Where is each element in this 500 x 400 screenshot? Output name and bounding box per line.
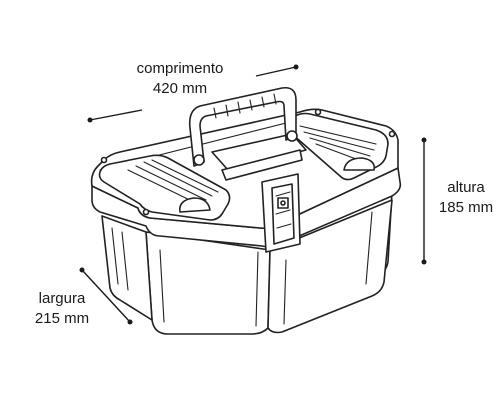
length-value: 420 mm	[153, 80, 207, 97]
width-value: 215 mm	[35, 310, 89, 327]
metal-latch	[261, 173, 301, 253]
length-dimension-endpoint	[293, 64, 299, 70]
length-dimension-endpoint	[87, 117, 93, 123]
length-dimension-line	[89, 109, 143, 121]
height-value: 185 mm	[439, 199, 493, 216]
height-label: altura	[447, 179, 485, 196]
height-dimension-endpoint	[421, 259, 427, 265]
toolbox-body-front	[145, 231, 271, 335]
toolbox-body-right	[267, 199, 393, 334]
toolbox-body-left	[101, 215, 153, 321]
carry-handle	[188, 86, 297, 167]
width-dimension-endpoint	[127, 319, 133, 325]
width-dimension-line	[81, 269, 131, 323]
width-dimension-endpoint	[79, 267, 85, 273]
width-label: largura	[39, 290, 86, 307]
centre-tray	[211, 133, 307, 171]
height-dimension: altura 185 mm	[421, 137, 493, 265]
width-dimension: largura 215 mm	[35, 267, 133, 327]
height-dimension-endpoint	[421, 137, 427, 143]
length-dimension: comprimento 420 mm	[87, 60, 299, 123]
length-label: comprimento	[137, 60, 224, 77]
toolbox-icon	[90, 86, 402, 335]
